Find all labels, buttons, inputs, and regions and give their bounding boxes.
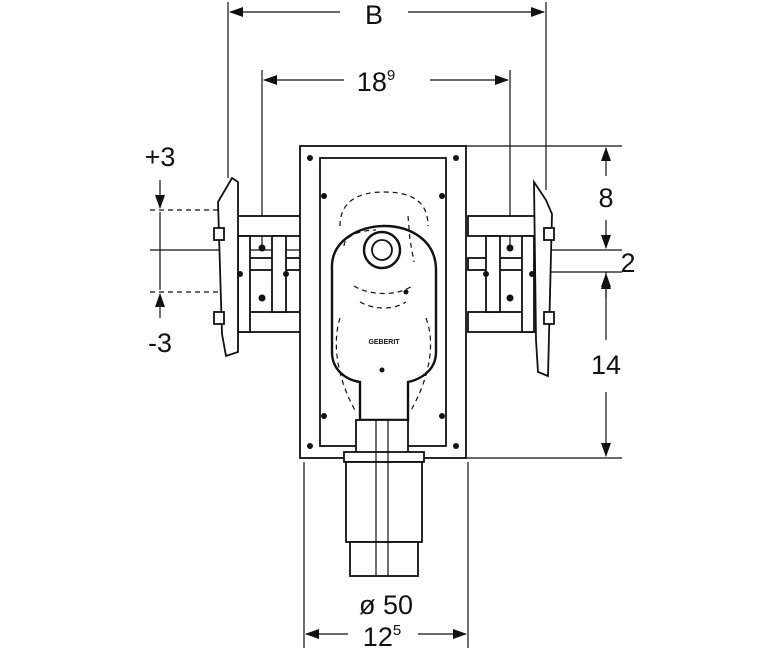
logo-wordmark: GEBERIT xyxy=(368,339,400,346)
dim-depth-gap: 2 xyxy=(620,248,635,278)
dim-depth-upper: 8 xyxy=(598,183,613,213)
dim-top-inner-width: 189 xyxy=(357,67,395,97)
dimension-arrows xyxy=(155,7,611,639)
dim-bottom-width: 125 xyxy=(363,622,401,650)
dim-adjust-plus: +3 xyxy=(145,142,176,172)
left-mounting-bracket xyxy=(213,176,305,358)
siphon-box xyxy=(299,145,467,459)
dim-depth-lower: 14 xyxy=(591,350,621,380)
right-mounting-bracket xyxy=(467,178,555,378)
dim-overall-width: B xyxy=(365,0,383,30)
outlet-pipe xyxy=(343,419,425,577)
dim-adjust-minus: -3 xyxy=(148,328,172,358)
extension-lines xyxy=(150,2,622,648)
siphon-body: GEBERIT xyxy=(330,191,438,422)
dim-outlet-diameter: ø 50 xyxy=(359,590,413,620)
